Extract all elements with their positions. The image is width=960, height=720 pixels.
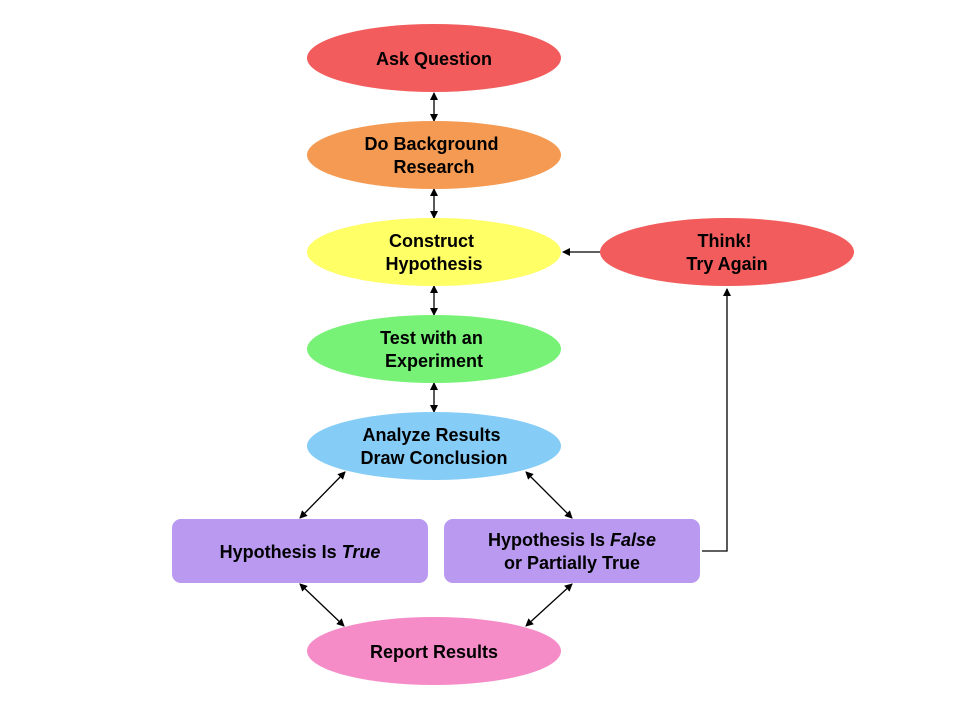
- construct-hypothesis-line1: Construct: [389, 231, 474, 251]
- test-experiment-line1: Test with an: [380, 328, 483, 348]
- connectors: [299, 92, 731, 627]
- svg-text:Test with an Experiment: Test with an Experiment: [380, 328, 488, 371]
- think-try-again-line1: Think!: [697, 231, 751, 251]
- svg-text:Ask Question: Ask Question: [376, 49, 492, 69]
- node-construct-hypothesis: Construct Hypothesis: [307, 218, 561, 286]
- report-results-label: Report Results: [370, 642, 498, 662]
- think-try-again-line2: Try Again: [686, 254, 767, 274]
- background-research-line1: Do Background: [364, 134, 498, 154]
- svg-text:Analyze Results Draw Con: Analyze Results Draw Conclusion: [360, 425, 507, 468]
- analyze-results-line2: Draw Conclusion: [360, 448, 507, 468]
- ask-question-label: Ask Question: [376, 49, 492, 69]
- hypothesis-false-line2: or Partially True: [504, 553, 640, 573]
- connector-analyze-true: [299, 471, 346, 519]
- svg-text:Hypothesis Is False: Hypothesis Is False: [488, 530, 656, 550]
- analyze-results-line1: Analyze Results: [362, 425, 500, 445]
- connector-true-report: [299, 583, 345, 627]
- svg-text:or Partially True: or Partially True: [504, 553, 640, 573]
- svg-text:Do Background Research: Do Background Research: [364, 134, 503, 177]
- svg-text:Report Results: Report Results: [370, 642, 498, 662]
- hypothesis-true-emphasis: True: [342, 542, 381, 562]
- hypothesis-false-prefix: Hypothesis Is: [488, 530, 610, 550]
- node-hypothesis-false: Hypothesis Is False or Partially True: [444, 519, 700, 583]
- svg-text:Hypothesis Is True: Hypothesis Is True: [220, 542, 381, 562]
- node-ask-question: Ask Question: [307, 24, 561, 92]
- svg-text:Think! Try Again: Think! Try Again: [686, 231, 767, 274]
- node-think-try-again: Think! Try Again: [600, 218, 854, 286]
- hypothesis-true-prefix: Hypothesis Is: [220, 542, 342, 562]
- connector-analyze-false: [525, 471, 573, 519]
- node-background-research: Do Background Research: [307, 121, 561, 189]
- hypothesis-false-emphasis: False: [610, 530, 656, 550]
- connector-false-think: [702, 288, 731, 552]
- construct-hypothesis-line2: Hypothesis: [385, 254, 482, 274]
- background-research-line2: Research: [393, 157, 474, 177]
- node-analyze-results: Analyze Results Draw Conclusion: [307, 412, 561, 480]
- node-report-results: Report Results: [307, 617, 561, 685]
- node-hypothesis-true: Hypothesis Is True: [172, 519, 428, 583]
- node-test-experiment: Test with an Experiment: [307, 315, 561, 383]
- test-experiment-line2: Experiment: [385, 351, 483, 371]
- connector-false-report: [525, 583, 573, 627]
- svg-text:Construct Hypothesis: Construct Hypothesis: [385, 231, 482, 274]
